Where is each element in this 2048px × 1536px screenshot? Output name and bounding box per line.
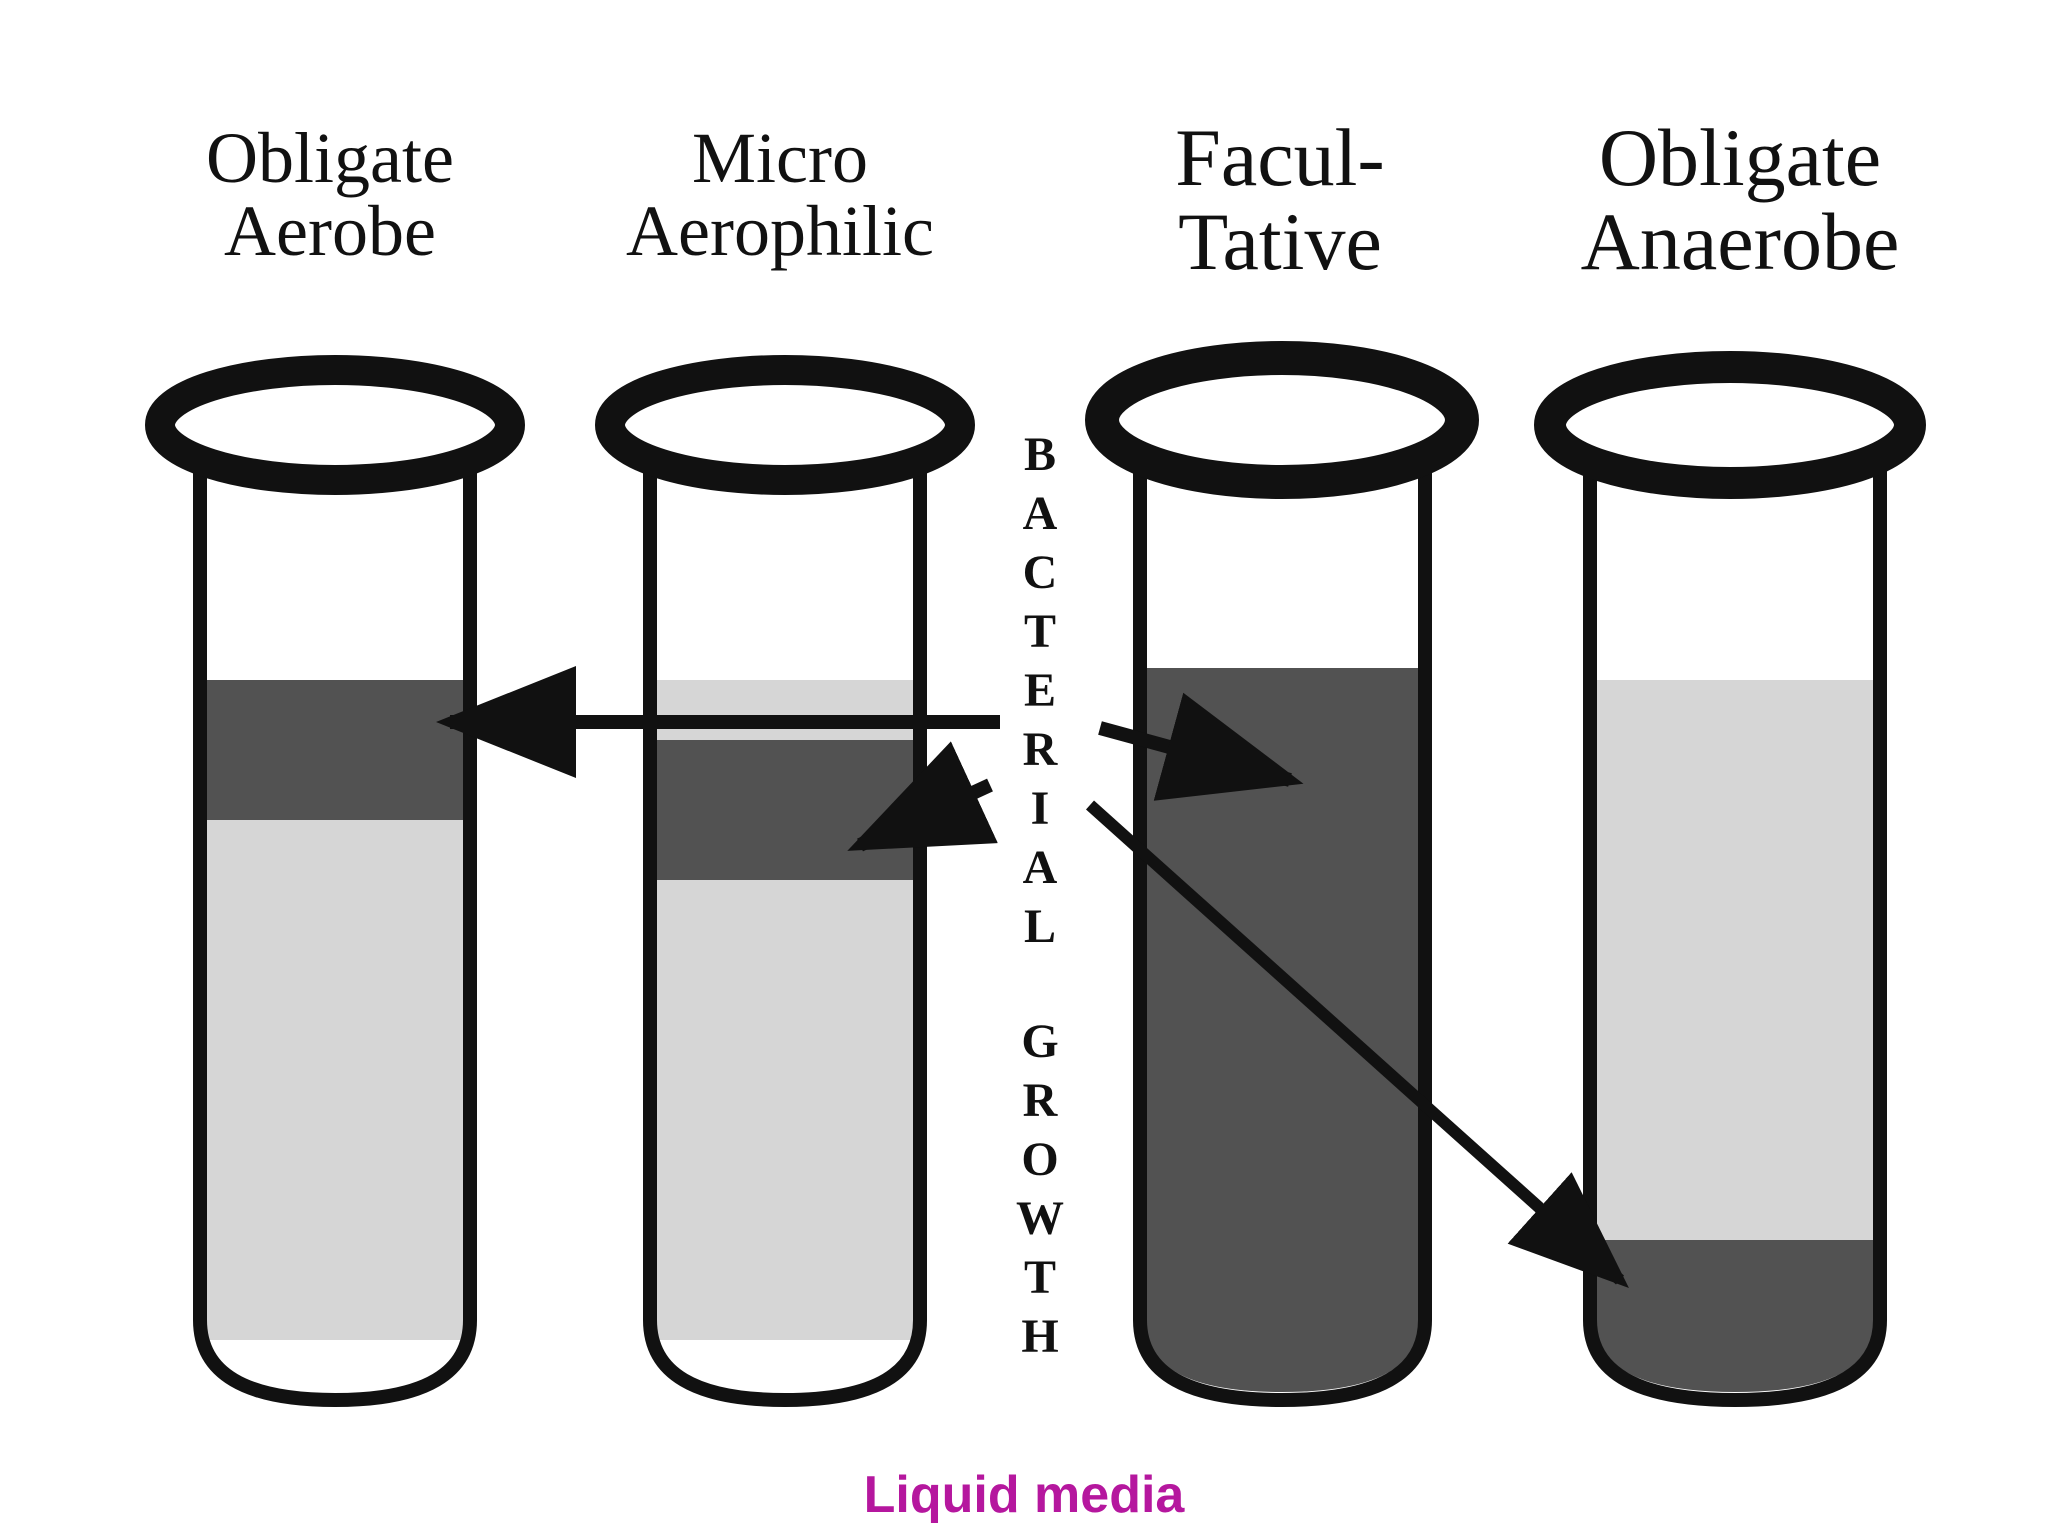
tube-2-growth-band	[655, 740, 915, 880]
tube-3-rim	[1085, 341, 1479, 499]
tube-1-rim	[145, 355, 525, 495]
letter: W	[1016, 1192, 1064, 1245]
tube-2-medium-top	[655, 680, 915, 740]
tube-4-growth-bottom	[1595, 1240, 1875, 1392]
letter: L	[1023, 900, 1056, 953]
letter: E	[1023, 664, 1056, 717]
word-gap	[1010, 956, 1070, 1012]
tube-2-body	[643, 455, 927, 1408]
label-3-line2: Tative	[1178, 195, 1382, 287]
label-4-line2: Anaerobe	[1580, 195, 1900, 287]
label-obligate-aerobe: Obligate Aerobe	[150, 118, 510, 272]
arrow-to-facultative	[1098, 692, 1304, 801]
tube-obligate-aerobe	[145, 355, 525, 1408]
label-1-line2: Aerobe	[224, 191, 436, 272]
tube-micro-aerophilic	[595, 355, 975, 1408]
label-3-line1: Facul-	[1175, 112, 1385, 203]
label-obligate-anaerobe: Obligate Anaerobe	[1540, 116, 1940, 283]
letter: O	[1021, 1133, 1059, 1186]
arrow-to-anaerobe	[1085, 800, 1629, 1289]
letter: B	[1023, 428, 1056, 481]
letter: R	[1022, 1074, 1058, 1127]
label-4-line1: Obligate	[1598, 112, 1882, 203]
tube-4-rim	[1534, 351, 1926, 499]
tube-3-growth	[1145, 668, 1420, 1392]
letter: H	[1021, 1310, 1059, 1363]
label-facultative: Facul- Tative	[1110, 116, 1450, 283]
letter: A	[1022, 841, 1058, 894]
letter: C	[1022, 546, 1058, 599]
tube-1-growth-band	[205, 680, 465, 820]
label-2-line2: Aerophilic	[626, 191, 934, 272]
letter: I	[1030, 782, 1050, 835]
caption: Liquid media	[863, 1466, 1185, 1524]
tube-3-body	[1133, 455, 1432, 1408]
arrow-to-microaerophilic	[847, 741, 998, 852]
letter: R	[1022, 723, 1058, 776]
letter: T	[1023, 605, 1056, 658]
letter: T	[1023, 1251, 1056, 1304]
letter: G	[1021, 1015, 1059, 1068]
label-1-line1: Obligate	[206, 118, 454, 198]
tube-2-medium-bottom	[655, 880, 915, 1340]
tube-1-body	[193, 455, 477, 1408]
label-2-line1: Micro	[692, 118, 868, 198]
tube-facultative	[1085, 341, 1479, 1408]
tube-2-rim	[595, 355, 975, 495]
tube-1-medium	[205, 820, 465, 1340]
bacterial-growth-vertical-label: B A C T E R I A L G R O W T H	[1010, 425, 1070, 1366]
label-micro-aerophilic: Micro Aerophilic	[590, 118, 970, 272]
tube-4-body	[1583, 455, 1887, 1408]
tube-4-medium	[1595, 680, 1875, 1240]
letter: A	[1022, 487, 1058, 540]
tube-obligate-anaerobe	[1534, 351, 1926, 1408]
